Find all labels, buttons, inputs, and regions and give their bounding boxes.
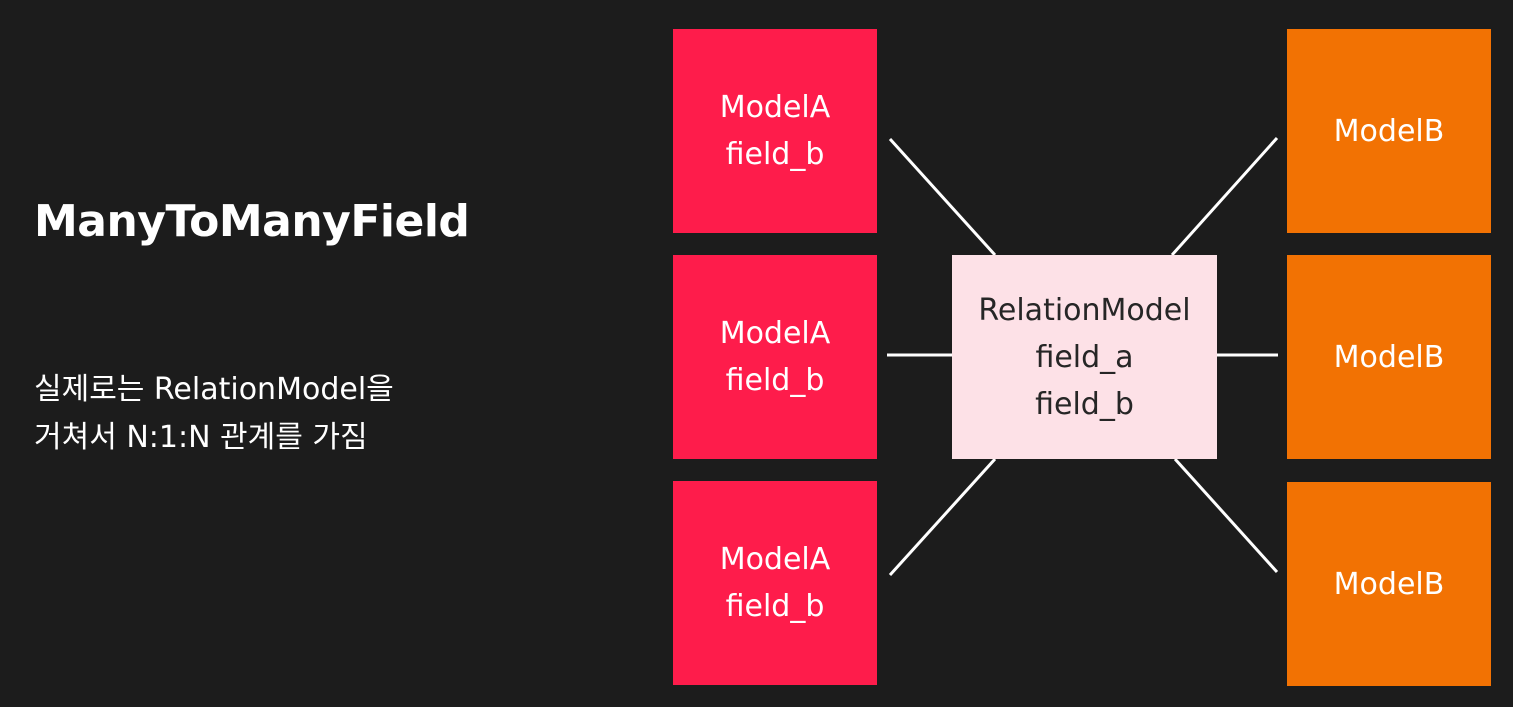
connector-model-b-1 xyxy=(1170,136,1279,257)
model-b-box-2: ModelB xyxy=(1287,255,1491,459)
relation-model-field-b: field_b xyxy=(1035,386,1134,422)
model-b-box-3: ModelB xyxy=(1287,482,1491,686)
model-a-box-3: ModelA field_b xyxy=(673,481,877,685)
relation-model-box: RelationModel field_a field_b xyxy=(952,255,1217,459)
subtitle-line-2: 거쳐서 N:1:N 관계를 가짐 xyxy=(34,420,368,455)
connector-model-b-3 xyxy=(1173,457,1279,574)
model-b-name: ModelB xyxy=(1333,113,1445,149)
slide-subtitle: 실제로는 RelationModel을 거쳐서 N:1:N 관계를 가짐 xyxy=(34,366,394,462)
subtitle-line-1: 실제로는 RelationModel을 xyxy=(34,372,394,407)
model-a-name: ModelA xyxy=(719,542,831,577)
model-a-field: field_b xyxy=(725,137,825,172)
model-a-field: field_b xyxy=(725,589,825,624)
relation-model-field-a: field_a xyxy=(1035,339,1134,375)
model-b-box-1: ModelB xyxy=(1287,29,1491,233)
connector-model-a-1 xyxy=(888,137,997,257)
slide-title: ManyToManyField xyxy=(34,196,470,247)
model-a-box-1: ModelA field_b xyxy=(673,29,877,233)
model-a-box-2: ModelA field_b xyxy=(673,255,877,459)
model-b-name: ModelB xyxy=(1333,566,1445,602)
connector-model-a-3 xyxy=(888,457,997,577)
model-a-field: field_b xyxy=(725,363,825,398)
relation-model-name: RelationModel xyxy=(978,292,1191,328)
model-a-name: ModelA xyxy=(719,90,831,125)
model-a-name: ModelA xyxy=(719,316,831,351)
model-b-name: ModelB xyxy=(1333,339,1445,375)
